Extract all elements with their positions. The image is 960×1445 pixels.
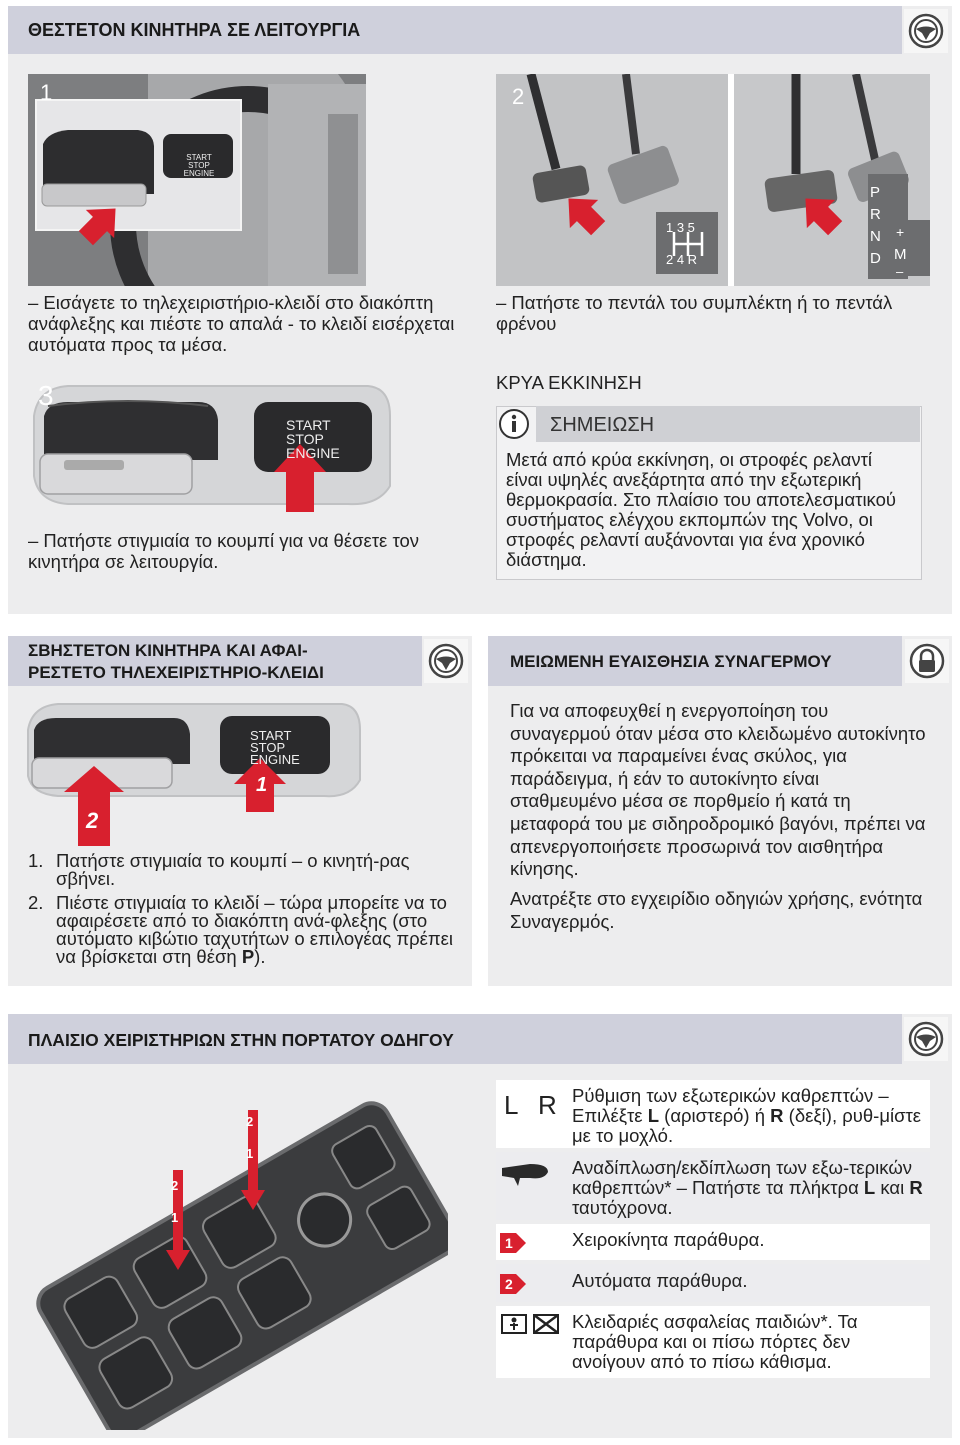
btn-label-line: ENGINE	[286, 445, 340, 461]
step-item: 2. Πιέστε στιγμιαία το κλειδί – τώρα μπο…	[28, 892, 458, 967]
gear-minus: –	[896, 264, 904, 279]
btn-label-line: STOP	[286, 431, 324, 447]
lock-icon	[905, 639, 949, 683]
step2-text: – Πατήστε το πεντάλ του συμπλέκτη ή το π…	[496, 292, 893, 334]
figure-press-button: 3 START STOP ENGINE	[28, 376, 394, 520]
legend-text-b: (αριστερό) ή	[659, 1105, 771, 1126]
legend-row-mirror-adjust	[496, 1080, 930, 1148]
figure-number: 3	[38, 380, 54, 411]
step3-text: – Πατήστε στιγμιαία το κουμπί για να θέσ…	[28, 530, 420, 572]
arrow-number: 1	[246, 1146, 254, 1161]
symbol-L: L	[504, 1090, 519, 1120]
badge-number: 1	[505, 1235, 513, 1251]
start-stop-button-label: START STOP ENGINE	[286, 418, 340, 460]
arrow-number: 2	[86, 808, 99, 833]
note-title: ΣΗΜΕΙΩΣΗ	[550, 414, 655, 436]
section-title: ΣΒΗΣΤΕΤΟΝ ΚΙΝΗΤΗΡΑ ΚΑΙ ΑΦΑΙ- ΡΕΣΤΕΤΟ ΤΗΛ…	[28, 640, 324, 684]
title-line: ΡΕΣΤΕΤΟ ΤΗΛΕΧΕΙΡΙΣΤΗΡΙΟ-ΚΛΕΙΔΙ	[28, 663, 324, 682]
section-header	[488, 636, 902, 686]
figure-door-panel: 2 1 2 1	[28, 1080, 448, 1430]
info-icon	[498, 408, 530, 440]
symbol-R: R	[538, 1090, 557, 1120]
title-line: ΣΒΗΣΤΕΤΟΝ ΚΙΝΗΤΗΡΑ ΚΑΙ ΑΦΑΙ-	[28, 641, 308, 660]
arrow-number: 1	[171, 1210, 179, 1225]
legend-bold: R	[770, 1105, 784, 1126]
legend-text: Χειροκίνητα παράθυρα.	[572, 1229, 765, 1250]
gear-p-bold: P	[241, 946, 255, 967]
step-num: 1.	[28, 850, 44, 871]
section-header	[8, 1014, 902, 1064]
gear-n: N	[870, 228, 881, 245]
gear-plus: +	[896, 224, 905, 240]
start-stop-button-label: START STOP ENGINE	[250, 728, 300, 767]
legend-text-a: Ρύθμιση των εξωτερικών καθρεπτών – Επιλέ…	[572, 1085, 889, 1126]
alarm-paragraph-2: Ανατρέξτε στο εγχειρίδιο οδηγιών χρήσης,…	[510, 888, 923, 932]
section-title: ΘΕΣΤΕΤΟΝ ΚΙΝΗΤΗΡΑ ΣΕ ΛΕΙΤΟΥΡΓΙΑ	[28, 20, 361, 40]
step1-text: – Εισάγετε το τηλεχειριστήριο-κλειδί στο…	[28, 292, 455, 355]
legend-row-child-locks	[496, 1306, 930, 1378]
gear-m: M	[894, 246, 907, 263]
note-header	[536, 406, 920, 442]
step-text: Πιέστε στιγμιαία το κλειδί – τώρα μπορεί…	[56, 892, 454, 967]
section-header	[8, 636, 422, 686]
mirror-fold-icon	[500, 1158, 552, 1188]
legend-bold: R	[909, 1177, 923, 1198]
gear-r: R	[870, 206, 881, 223]
child-lock-icon	[500, 1312, 562, 1336]
step-item: 1. Πατήστε στιγμιαία το κουμπί – ο κινητ…	[28, 850, 458, 889]
gear-p: P	[870, 184, 881, 201]
legend-text: Αυτόματα παράθυρα.	[572, 1270, 748, 1291]
legend-text-c: (δεξί), ρυθ-μίστε με το μοχλό.	[572, 1105, 922, 1146]
btn-label-line: START	[286, 417, 331, 433]
step-text: Πατήστε στιγμιαία το κουμπί – ο κινητή-ρ…	[56, 850, 410, 889]
legend-row-manual-windows	[496, 1224, 930, 1260]
step-num: 2.	[28, 892, 44, 913]
legend-text: Κλειδαριές ασφαλείας παιδιών*. Τα παράθυ…	[572, 1311, 858, 1372]
btn-label-line: STOP	[188, 161, 210, 170]
gear-d: D	[870, 250, 881, 267]
steering-wheel-icon	[904, 9, 948, 53]
legend-text-b: και	[875, 1177, 910, 1198]
legend-text: Ρύθμιση των εξωτερικών καθρεπτών – Επιλέ…	[572, 1086, 924, 1146]
badge-2-icon: 2	[500, 1274, 526, 1294]
section-title: ΠΛΑΙΣΙΟ ΧΕΙΡΙΣΤΗΡΙΩΝ ΣΤΗΝ ΠΟΡΤΑΤΟΥ ΟΔΗΓΟ…	[28, 1030, 454, 1050]
section-title: ΜΕΙΩΜΕΝΗ ΕΥΑΙΣΘΗΣΙΑ ΣΥΝΑΓΕΡΜΟΥ	[510, 652, 832, 671]
arrow-number: 2	[246, 1114, 254, 1129]
steering-wheel-icon	[424, 639, 468, 683]
btn-label-line: START	[250, 728, 292, 743]
btn-label-line: STOP	[250, 740, 286, 755]
figure-insert-key: 1 START STOP ENGINE	[28, 74, 366, 286]
arrow-number: 1	[256, 774, 268, 796]
figure-number: 2	[512, 84, 525, 109]
steering-wheel-icon	[904, 1017, 948, 1061]
automatic-gear-labels: P R N D	[870, 182, 881, 270]
legend-text-c: ταυτόχρονα.	[572, 1197, 673, 1218]
badge-1-icon: 1	[500, 1233, 526, 1253]
btn-label-line: START	[186, 153, 212, 162]
figure-number: 1	[40, 80, 53, 105]
manual-gear-top: 1 3 5	[666, 220, 695, 235]
legend-bold: L	[647, 1105, 660, 1126]
btn-label-line: ENGINE	[183, 169, 215, 178]
step-text-end: ).	[254, 946, 266, 967]
legend-text-a: Αναδίπλωση/εκδίπλωση των εξω-τερικών καθ…	[572, 1157, 913, 1198]
btn-label-line: ENGINE	[250, 752, 300, 767]
arrow-number: 2	[171, 1178, 179, 1193]
section-alarm	[488, 636, 952, 986]
stop-steps: 1. Πατήστε στιγμιαία το κουμπί – ο κινητ…	[28, 850, 458, 967]
figure-stop-engine: START STOP ENGINE 1 2	[24, 700, 364, 850]
manual-gear-bottom: 2 4 R	[666, 252, 698, 267]
cold-start-heading: ΚΡΥΑ ΕΚΚΙΝΗΣΗ	[496, 372, 642, 393]
note-text: Μετά από κρύα εκκίνηση, οι στροφές ρελαν…	[506, 449, 896, 570]
section-header	[8, 6, 902, 54]
legend-text: Αναδίπλωση/εκδίπλωση των εξω-τερικών καθ…	[572, 1158, 924, 1218]
badge-number: 2	[505, 1276, 513, 1292]
legend-row-auto-windows	[496, 1264, 930, 1302]
legend-row-mirror-fold	[496, 1152, 930, 1220]
start-stop-button-label: START STOP ENGINE	[178, 154, 220, 178]
legend-bold: L	[863, 1177, 876, 1198]
figure-pedals: 2 1 3 5 2 4 R P R N D + M –	[496, 74, 930, 286]
alarm-paragraph-1: Για να αποφευχθεί η ενεργοποίηση του συν…	[510, 700, 926, 880]
